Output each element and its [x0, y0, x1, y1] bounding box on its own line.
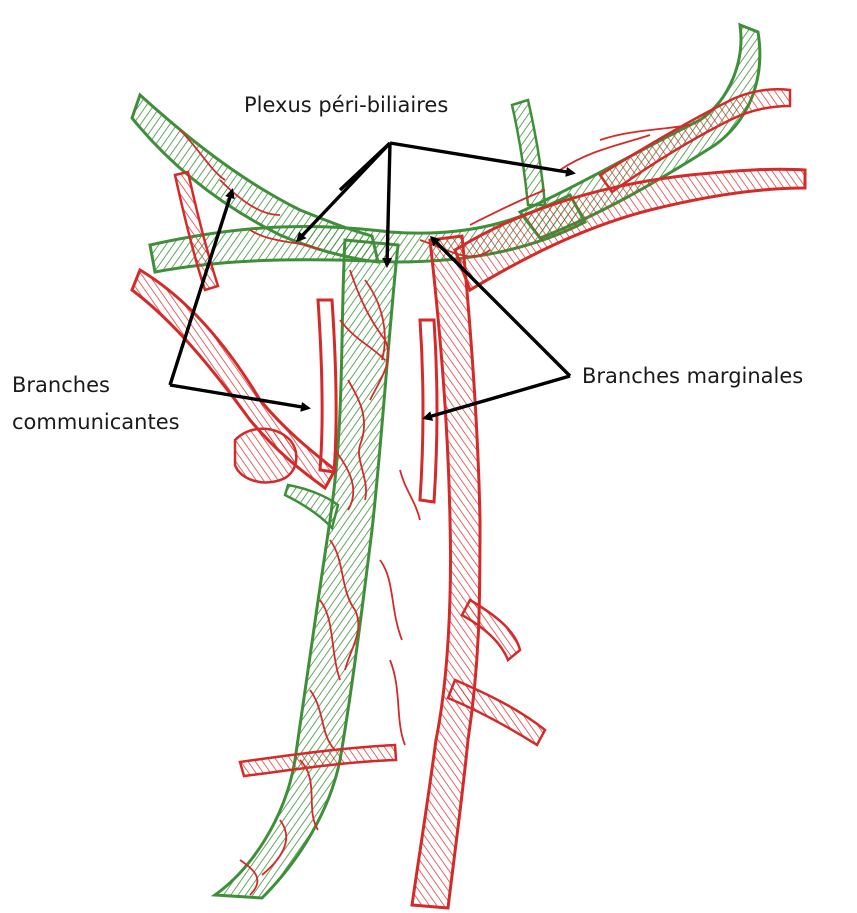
- cystic-duct: [285, 485, 338, 528]
- arterial-tree: [132, 89, 805, 908]
- upper-duct-branch: [512, 100, 545, 205]
- marginal-artery-right: [420, 320, 437, 502]
- plexus-arrow-leftmost: [340, 143, 390, 190]
- left-hepatic-artery: [132, 270, 335, 488]
- label-communicating-branches-line2: communicantes: [12, 409, 180, 436]
- label-peribiliary-plexus: Plexus péri-biliaires: [244, 92, 448, 119]
- common-bile-duct: [215, 240, 398, 898]
- right-hepatic-artery: [455, 169, 805, 290]
- plexus-arrow-right: [390, 143, 573, 173]
- label-communicating-branches-line1: Branches: [12, 372, 110, 399]
- left-artery-loop: [235, 429, 296, 483]
- label-marginal-branches: Branches marginales: [582, 363, 803, 390]
- marginal-artery-left: [318, 300, 336, 472]
